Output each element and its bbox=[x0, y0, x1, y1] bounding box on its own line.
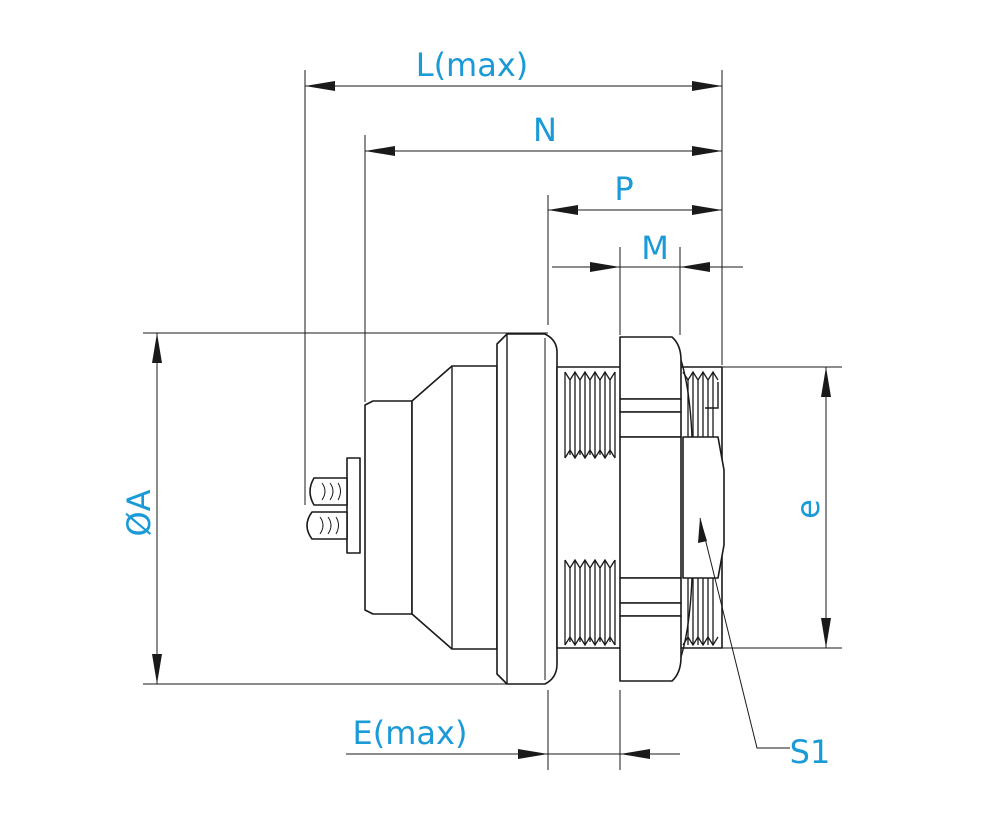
front-hex bbox=[682, 436, 725, 579]
conical-body bbox=[411, 365, 498, 650]
hex-nut bbox=[619, 336, 693, 682]
label-S1: S1 bbox=[790, 733, 831, 771]
contact-pins bbox=[306, 457, 361, 554]
dimension-labels: L(max) N P M E(max) S1 ØA e bbox=[120, 46, 830, 771]
label-P: P bbox=[614, 170, 633, 208]
label-E: E(max) bbox=[353, 714, 468, 752]
label-e: e bbox=[789, 499, 827, 519]
label-M: M bbox=[641, 229, 669, 267]
label-A: ØA bbox=[120, 489, 158, 536]
label-N: N bbox=[533, 111, 557, 149]
extension-lines bbox=[143, 70, 842, 770]
dimension-lines bbox=[152, 81, 831, 759]
s1-leader-line bbox=[699, 517, 790, 749]
front-flange bbox=[496, 333, 558, 685]
connector-body bbox=[306, 333, 725, 685]
label-L: L(max) bbox=[416, 46, 529, 84]
rear-housing bbox=[364, 400, 413, 615]
